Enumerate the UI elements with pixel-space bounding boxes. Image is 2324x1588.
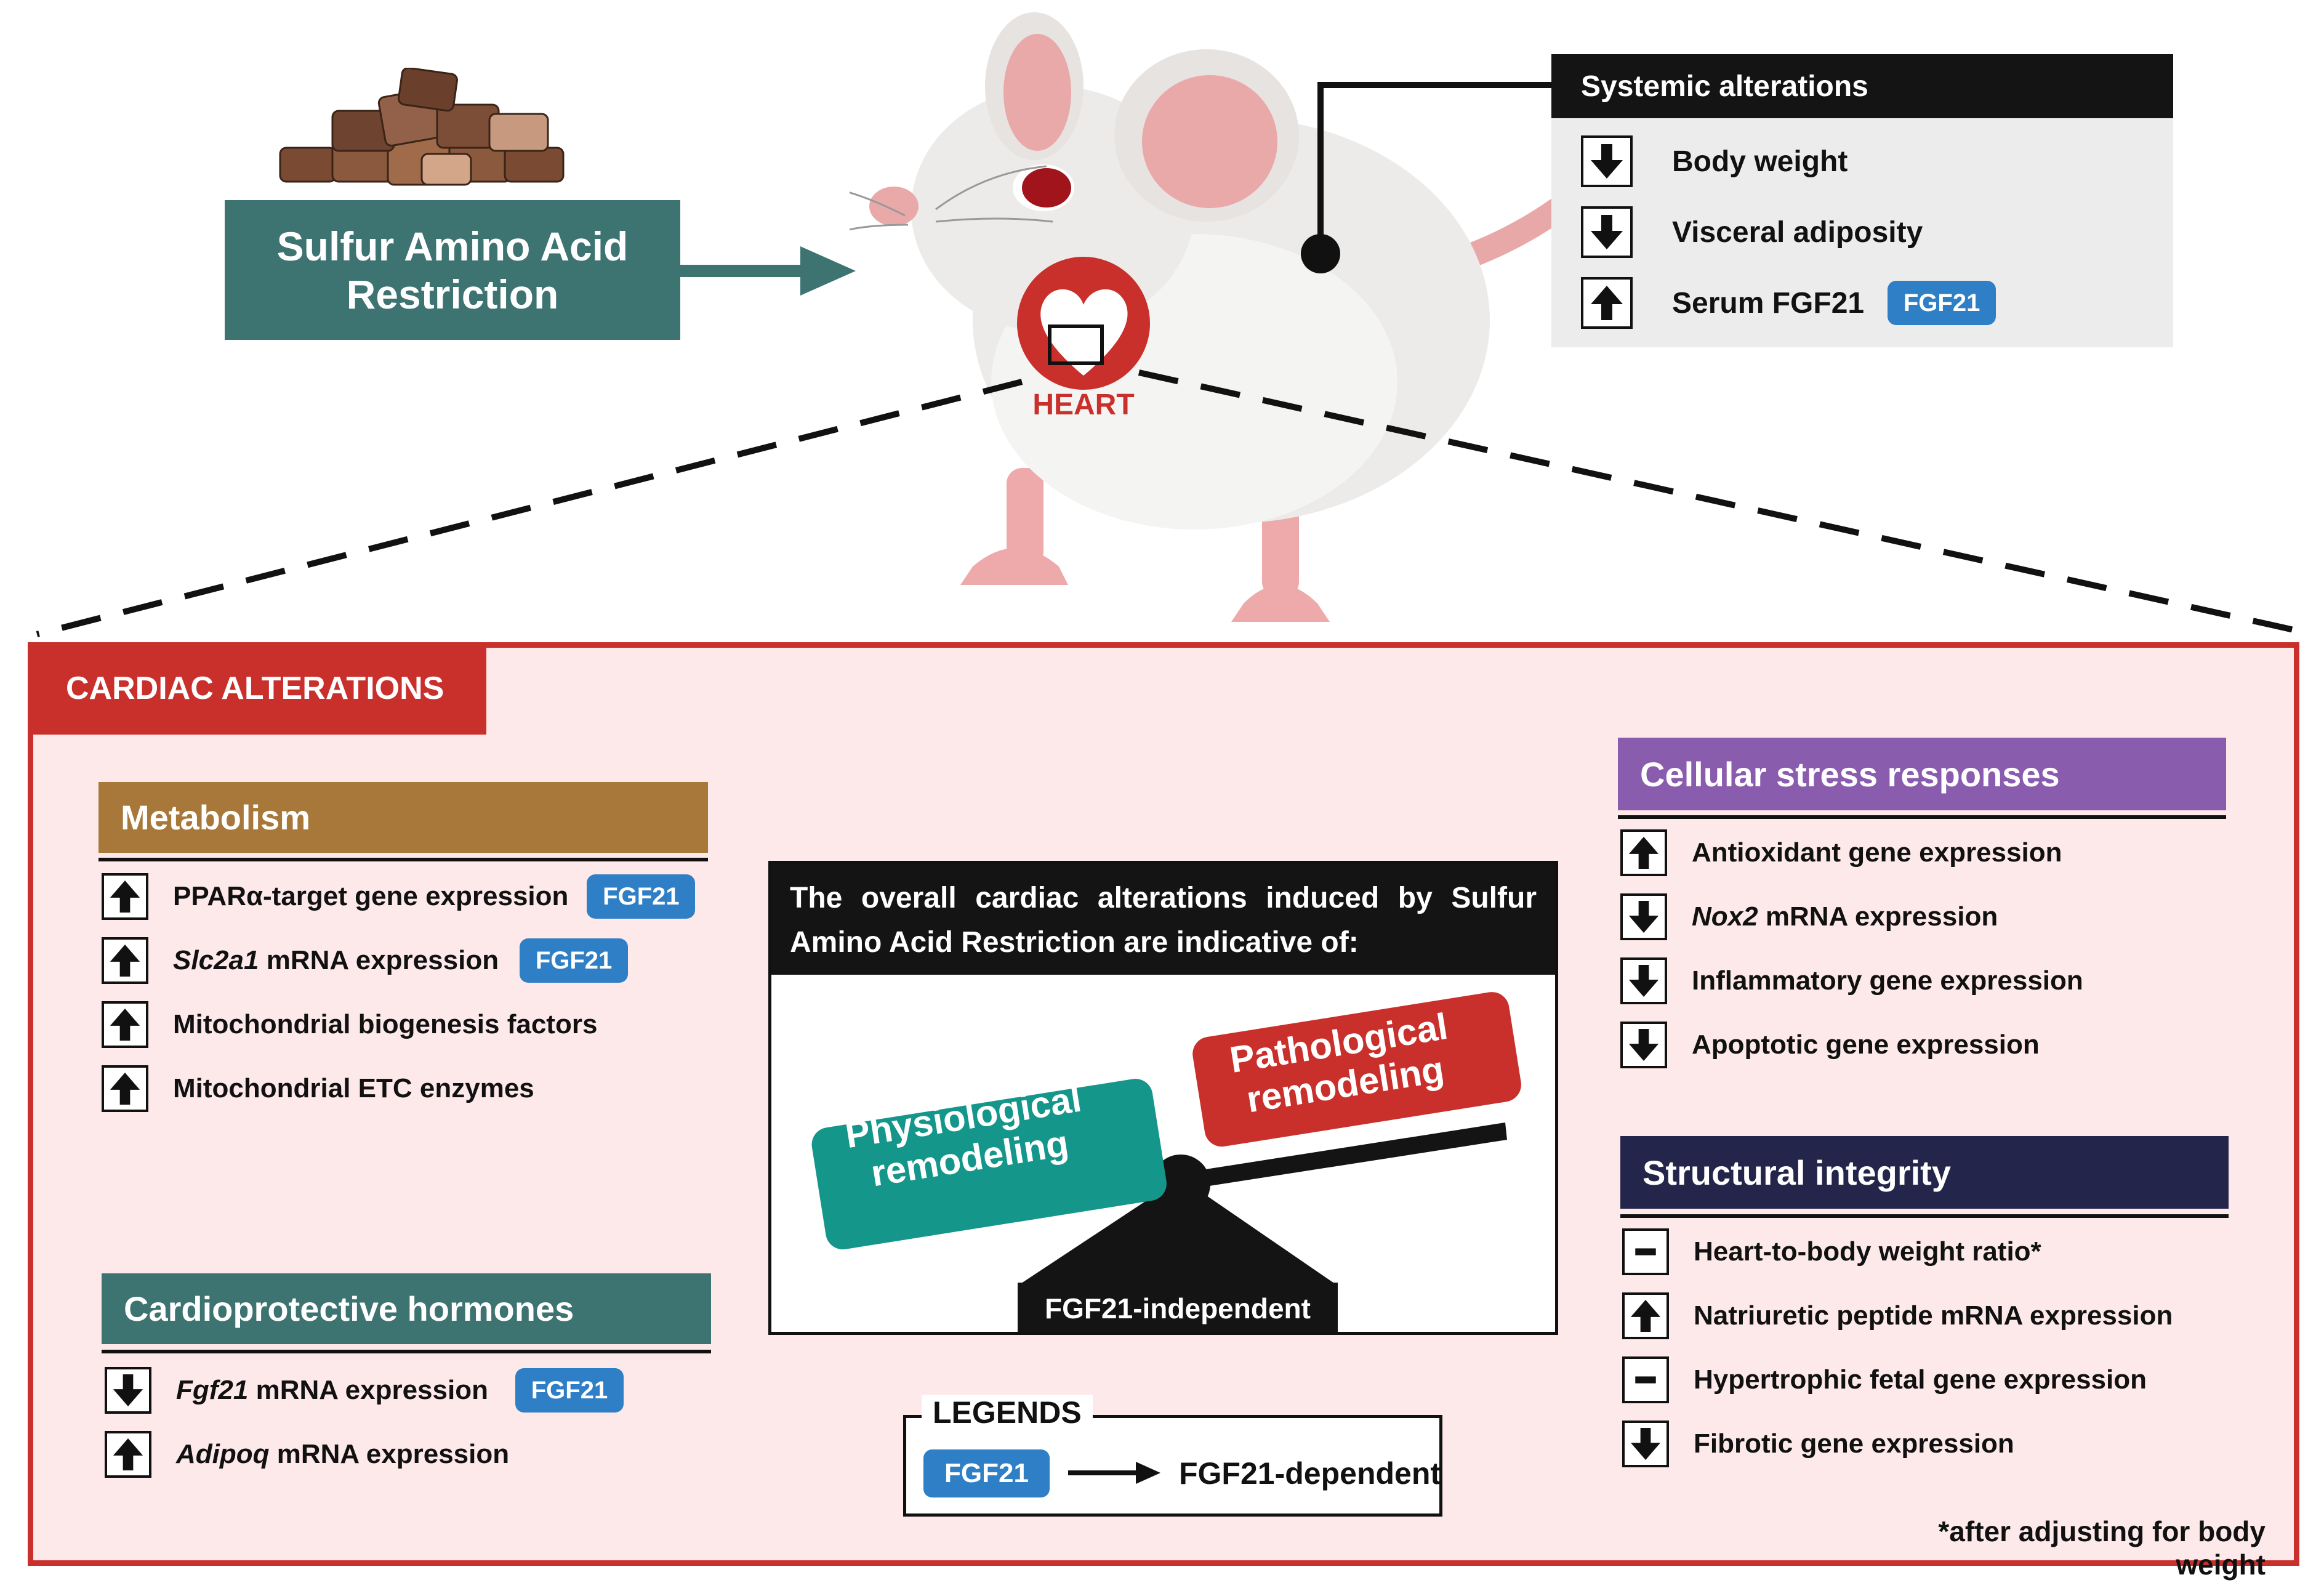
systemic-item-label: Visceral adiposity (1672, 216, 1923, 249)
structural-item: Fibrotic gene expression (1622, 1421, 2014, 1467)
fgf21-badge: FGF21 (520, 938, 629, 983)
sulfur-amino-acid-restriction-box: Sulfur Amino Acid Restriction (225, 200, 680, 340)
fgf21-badge: FGF21 (587, 874, 696, 919)
up-arrow-icon (102, 873, 148, 920)
metabolism-rule (99, 858, 708, 861)
hormones-rule (102, 1350, 711, 1353)
metabolism-item: Mitochondrial ETC enzymes (102, 1065, 534, 1112)
seesaw-illustration (811, 992, 1521, 1332)
stress-item-label: Inflammatory gene expression (1692, 965, 2083, 996)
systemic-title: Systemic alterations (1581, 70, 1868, 103)
down-arrow-icon (105, 1367, 151, 1414)
stress-item-label: Apoptotic gene expression (1692, 1030, 2040, 1060)
systemic-item: Body weight (1581, 135, 1848, 187)
hormones-item-label: mRNA expression (269, 1439, 510, 1469)
stress-item-label: mRNA expression (1758, 901, 1998, 932)
legend-row: FGF21 FGF21-dependent (923, 1449, 1441, 1497)
no-change-icon (1622, 1228, 1669, 1275)
structural-header: Structural integrity (1620, 1136, 2229, 1209)
systemic-alterations-header: Systemic alterations (1551, 54, 2173, 118)
metabolism-item: Mitochondrial biogenesis factors (102, 1001, 597, 1048)
footnote: *after adjusting for body weight (1938, 1515, 2266, 1581)
structural-item-label: Fibrotic gene expression (1694, 1429, 2014, 1459)
systemic-item: Serum FGF21 FGF21 (1581, 277, 1996, 329)
structural-title: Structural integrity (1642, 1153, 1951, 1192)
zoom-dashed-lines (36, 369, 2301, 637)
structural-rule (1620, 1214, 2229, 1218)
hormones-item: Adipoq mRNA expression (105, 1431, 509, 1478)
structural-item: Natriuretic peptide mRNA expression (1622, 1292, 2173, 1339)
heart-label: HEART (1032, 389, 1135, 421)
input-arrow (680, 246, 856, 296)
down-arrow-icon (1620, 893, 1667, 940)
cardiac-alterations-tab: CARDIAC ALTERATIONS (28, 642, 486, 735)
input-label: Sulfur Amino Acid Restriction (276, 223, 629, 317)
fgf21-badge: FGF21 (1888, 281, 1996, 325)
stress-title: Cellular stress responses (1640, 754, 2060, 794)
stress-header: Cellular stress responses (1618, 738, 2226, 810)
right-arrow-icon (1068, 1462, 1160, 1484)
structural-item: Hypertrophic fetal gene expression (1622, 1356, 2147, 1403)
up-arrow-icon (102, 1001, 148, 1048)
metabolism-item-label: mRNA expression (259, 945, 499, 975)
up-arrow-icon (102, 937, 148, 984)
down-arrow-icon (1620, 1022, 1667, 1068)
metabolism-header: Metabolism (99, 782, 708, 853)
gene-name: Slc2a1 (173, 945, 259, 975)
systemic-connector (1301, 82, 1551, 273)
stress-item: Apoptotic gene expression (1620, 1022, 2040, 1068)
metabolism-title: Metabolism (121, 798, 311, 837)
gene-name: Nox2 (1692, 901, 1758, 932)
systemic-item-label: Body weight (1672, 145, 1848, 178)
summary-heading: The overall cardiac alterations induced … (771, 864, 1555, 975)
systemic-alterations-panel (1551, 118, 2173, 347)
metabolism-item: PPARα-target gene expression FGF21 (102, 873, 696, 920)
up-arrow-icon (1581, 277, 1633, 329)
stress-item: Nox2 mRNA expression (1620, 893, 1998, 940)
structural-item-label: Natriuretic peptide mRNA expression (1694, 1300, 2173, 1331)
up-arrow-icon (102, 1065, 148, 1112)
stress-rule (1618, 815, 2226, 819)
legend-title: LEGENDS (922, 1395, 1093, 1430)
hormones-item: Fgf21 mRNA expression FGF21 (105, 1367, 624, 1414)
hormones-item-label: mRNA expression (248, 1375, 488, 1405)
hormones-title: Cardioprotective hormones (124, 1289, 574, 1328)
fgf21-badge: FGF21 (923, 1449, 1050, 1497)
gene-name: Adipoq (176, 1439, 270, 1469)
gene-name: Fgf21 (176, 1375, 249, 1405)
stress-item-label: Antioxidant gene expression (1692, 837, 2062, 868)
metabolism-item-label: PPARα-target gene expression (173, 881, 569, 911)
down-arrow-icon (1620, 957, 1667, 1004)
metabolism-item-label: Mitochondrial biogenesis factors (173, 1009, 598, 1039)
up-arrow-icon (1620, 829, 1667, 876)
fgf21-independent-label: FGF21-independent (1045, 1292, 1311, 1324)
up-arrow-icon (1622, 1292, 1669, 1339)
metabolism-item-label: Mitochondrial ETC enzymes (173, 1073, 534, 1103)
hormones-header: Cardioprotective hormones (102, 1273, 711, 1344)
cardiac-title: CARDIAC ALTERATIONS (66, 671, 444, 706)
fgf21-badge: FGF21 (515, 1368, 624, 1413)
metabolism-item: Slc2a1 mRNA expression FGF21 (102, 937, 629, 984)
stress-item: Inflammatory gene expression (1620, 957, 2083, 1004)
structural-item-label: Heart-to-body weight ratio* (1694, 1236, 2041, 1267)
stress-item: Antioxidant gene expression (1620, 829, 2062, 876)
legend-meaning: FGF21-dependent (1179, 1456, 1441, 1491)
structural-item: Heart-to-body weight ratio* (1622, 1228, 2041, 1275)
down-arrow-icon (1581, 135, 1633, 187)
systemic-item-label: Serum FGF21 (1672, 286, 1865, 320)
no-change-icon (1622, 1356, 1669, 1403)
down-arrow-icon (1581, 206, 1633, 258)
up-arrow-icon (105, 1431, 151, 1478)
down-arrow-icon (1622, 1421, 1669, 1467)
food-pellets-icon (279, 68, 565, 186)
structural-item-label: Hypertrophic fetal gene expression (1694, 1364, 2147, 1395)
systemic-item: Visceral adiposity (1581, 206, 1923, 258)
